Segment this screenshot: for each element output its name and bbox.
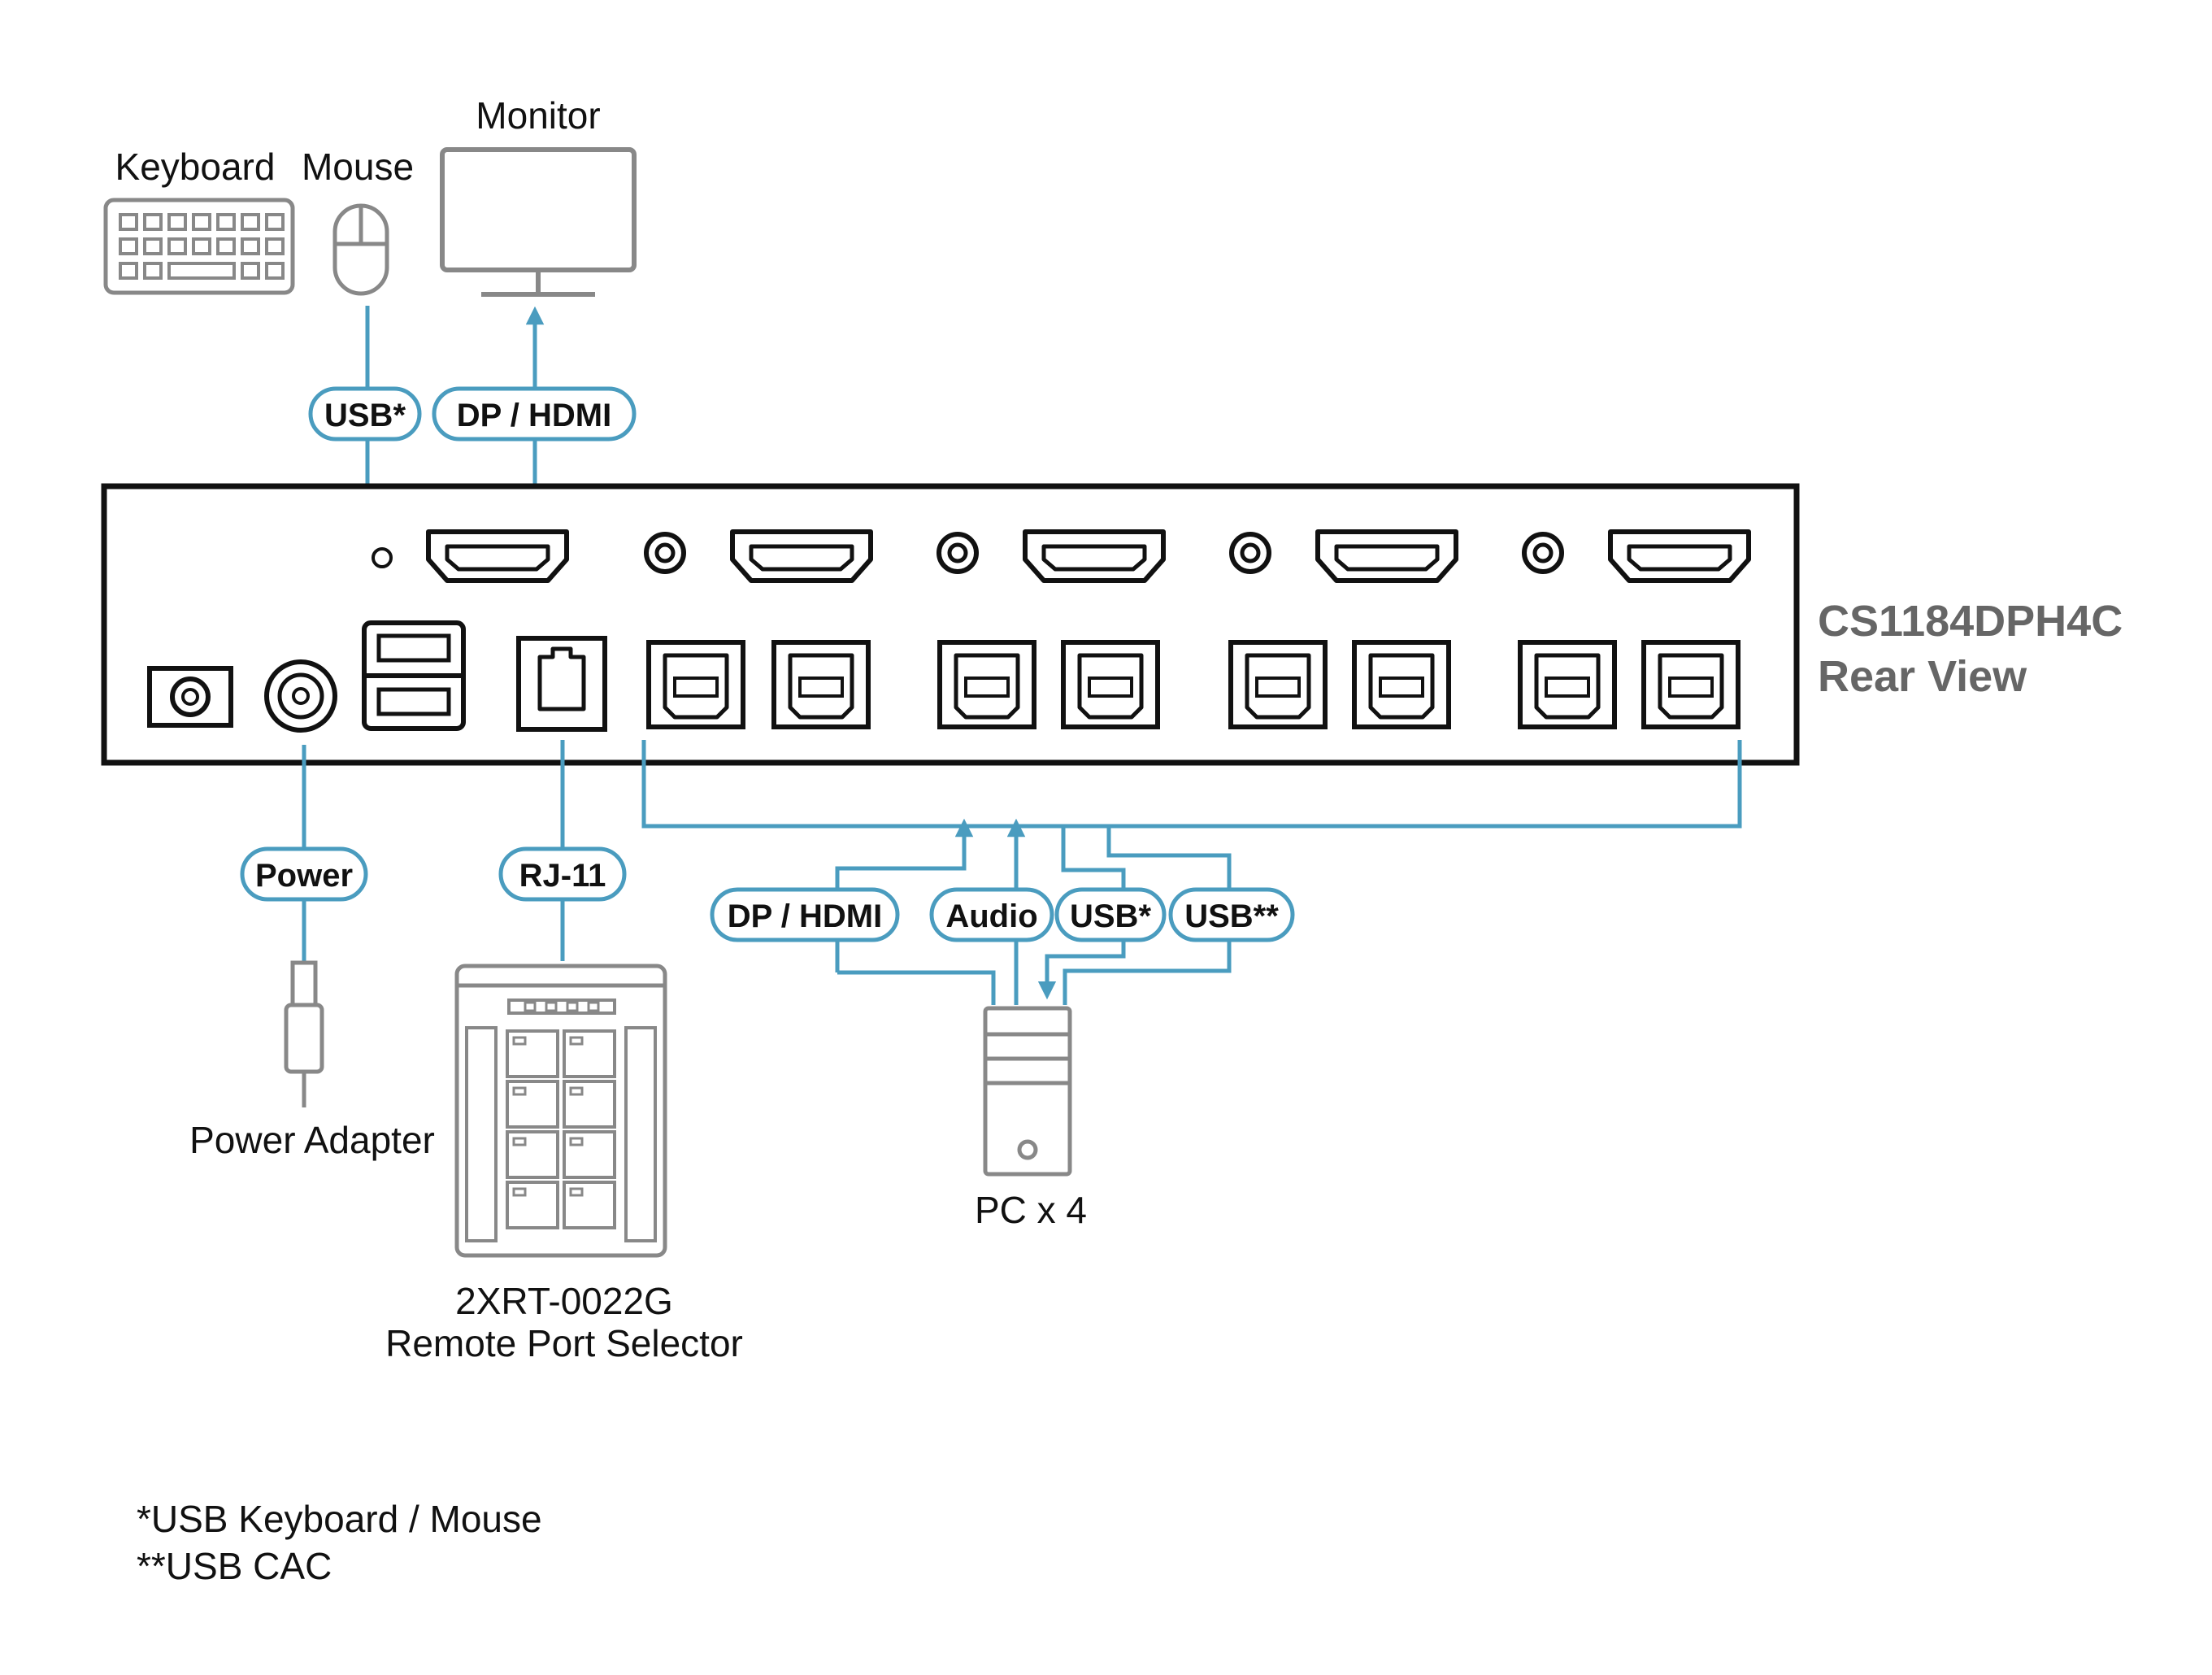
- audio-port-2: [939, 534, 976, 572]
- keyboard-icon: [103, 198, 295, 295]
- video-port-3: [1318, 532, 1456, 581]
- view-label: Rear View: [1818, 652, 2027, 701]
- usb-b-port-4b: [1644, 642, 1738, 727]
- pc-label: PC x 4: [975, 1189, 1087, 1231]
- mouse-icon: [332, 203, 389, 296]
- video-port-2: [1025, 532, 1163, 581]
- svg-text:Audio: Audio: [945, 898, 1037, 934]
- pc-usb-line-top: [1061, 826, 1126, 894]
- monitor-label: Monitor: [476, 94, 600, 137]
- power-button: [147, 666, 233, 728]
- keyboard-label: Keyboard: [115, 146, 276, 188]
- console-usb-a-ports: [362, 620, 466, 731]
- footnote-cac: **USB CAC: [137, 1545, 332, 1587]
- remote-selector-icon: [454, 964, 667, 1258]
- console-video-port: [428, 532, 567, 581]
- pill-pc-usb: USB*: [1054, 887, 1167, 942]
- usb-b-port-1b: [774, 642, 868, 727]
- kvm-rear-panel: [101, 483, 1800, 766]
- remote-model-label: 2XRT-0022G: [455, 1280, 673, 1322]
- pill-pc-cac: USB**: [1168, 887, 1295, 942]
- usb-b-port-3b: [1354, 642, 1449, 727]
- pill-pc-audio: Audio: [929, 887, 1054, 942]
- reset-hole: [372, 547, 393, 568]
- pc-cac-line-top: [1106, 826, 1232, 894]
- svg-text:RJ-11: RJ-11: [519, 858, 606, 894]
- usb-b-port-2b: [1063, 642, 1158, 727]
- pill-rj11: RJ-11: [498, 846, 627, 902]
- pc-cac-line-bottom: [1063, 940, 1232, 1005]
- pc-tower-icon: [983, 1006, 1072, 1177]
- svg-text:Power: Power: [255, 858, 353, 894]
- pill-console-video: DP / HDMI: [432, 386, 637, 442]
- usb-b-port-3a: [1231, 642, 1325, 727]
- svg-text:USB*: USB*: [1070, 898, 1151, 934]
- rj11-port: [516, 636, 607, 732]
- pill-pc-video: DP / HDMI: [710, 887, 900, 942]
- usb-b-port-1a: [649, 642, 743, 727]
- pc-bus-line: [641, 740, 1742, 829]
- svg-text:USB*: USB*: [324, 398, 406, 433]
- usb-b-port-4a: [1520, 642, 1614, 727]
- svg-text:DP / HDMI: DP / HDMI: [457, 398, 611, 433]
- svg-text:DP / HDMI: DP / HDMI: [728, 898, 882, 934]
- pill-power: Power: [240, 846, 368, 902]
- audio-port-1: [646, 534, 684, 572]
- pc-video-to-pc: [837, 970, 996, 1005]
- usb-b-port-2a: [940, 642, 1034, 727]
- remote-description-label: Remote Port Selector: [385, 1322, 743, 1364]
- audio-port-4: [1524, 534, 1562, 572]
- power-jack: [264, 659, 337, 733]
- monitor-icon: [440, 147, 637, 297]
- pc-usb-line-bottom: [1037, 940, 1126, 1000]
- pill-console-usb: USB*: [308, 386, 422, 442]
- model-name: CS1184DPH4C: [1818, 597, 2123, 646]
- power-adapter-label: Power Adapter: [189, 1119, 435, 1161]
- power-adapter-icon: [284, 960, 324, 1107]
- audio-port-3: [1232, 534, 1269, 572]
- video-port-4: [1610, 532, 1749, 581]
- mouse-label: Mouse: [302, 146, 414, 188]
- footnote-usb: *USB Keyboard / Mouse: [137, 1498, 542, 1540]
- svg-text:USB**: USB**: [1184, 898, 1279, 934]
- video-port-1: [732, 532, 871, 581]
